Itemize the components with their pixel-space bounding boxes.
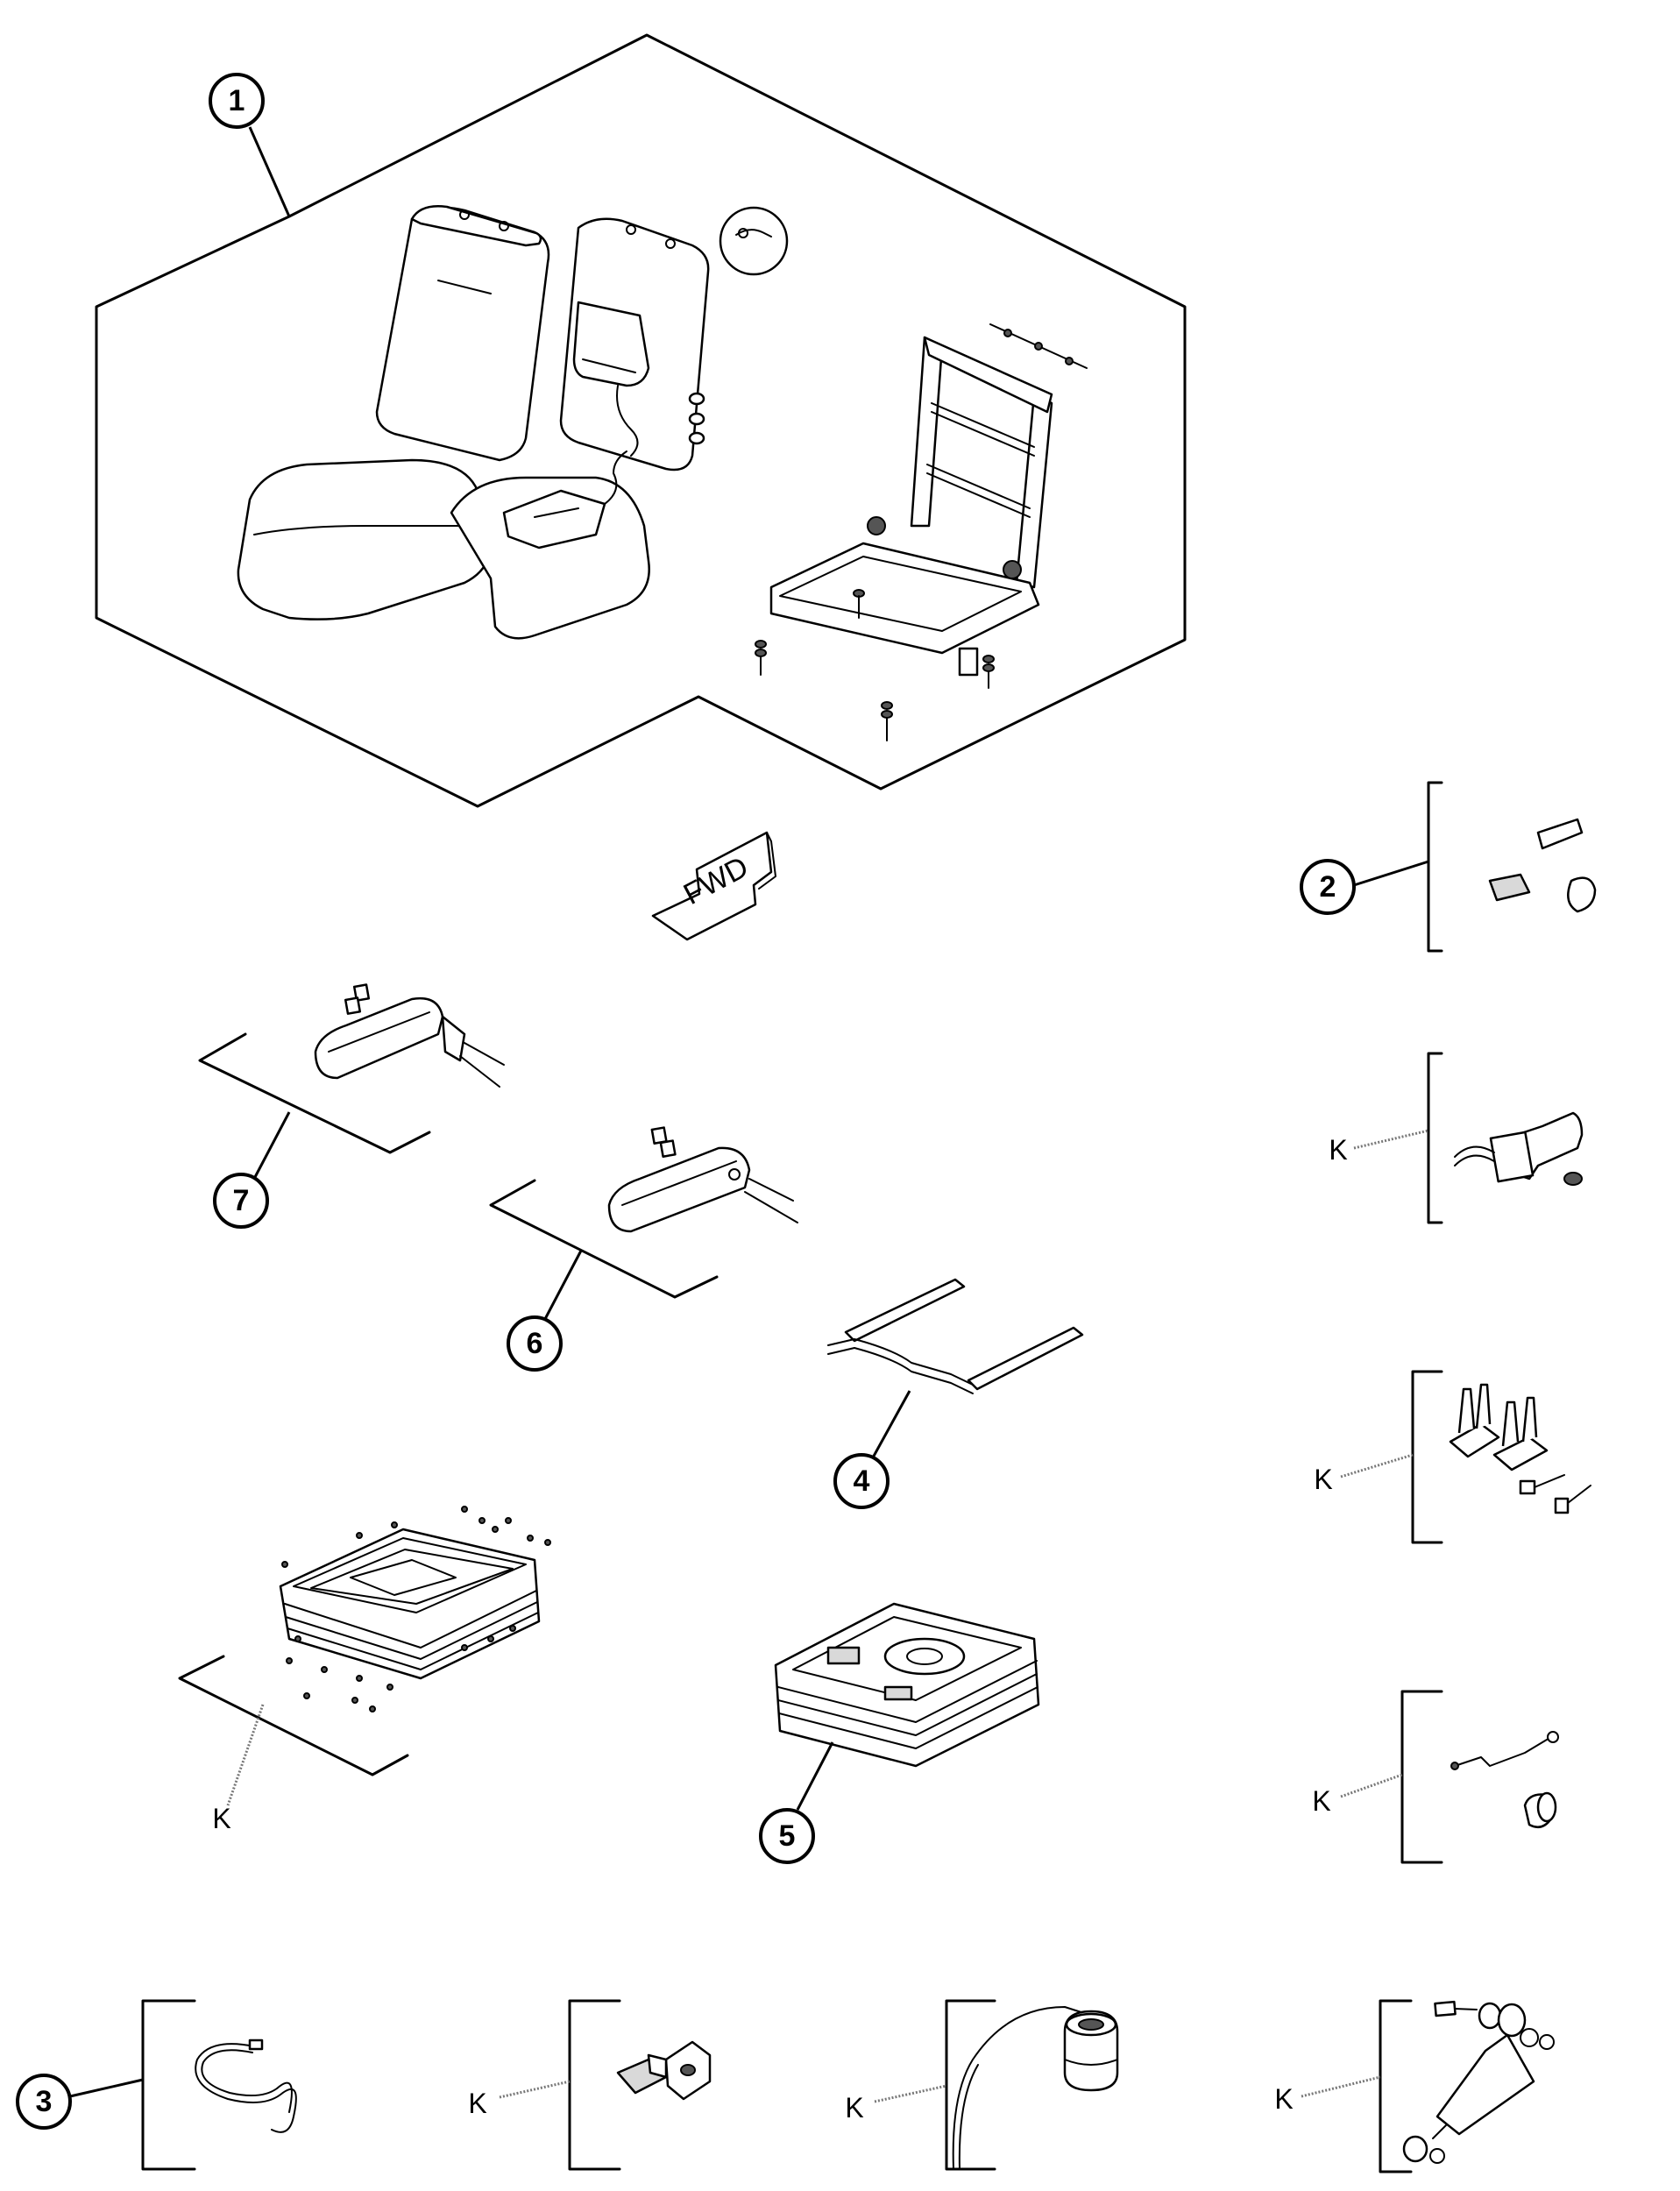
base-fasteners [281, 1506, 551, 1712]
kit-shock: K [1274, 1999, 1555, 2173]
callout-1: 1 [209, 73, 265, 129]
callout-3: 3 [16, 2074, 72, 2130]
seat-cushion [237, 458, 493, 620]
svg-text:7: 7 [233, 1184, 250, 1217]
group-3-wiring-harness: 3 [16, 1999, 297, 2171]
svg-text:3: 3 [36, 2085, 53, 2118]
svg-text:K: K [1312, 1785, 1330, 1817]
svg-text:4: 4 [854, 1464, 870, 1498]
detail-view-circle [719, 206, 789, 276]
callout-5: 5 [759, 1808, 815, 1864]
group-6-armrest-right: 6 [489, 1126, 798, 1372]
callout-4: 4 [833, 1453, 890, 1509]
svg-text:5: 5 [779, 1819, 796, 1853]
svg-text:K: K [1314, 1464, 1332, 1495]
seat-frame [755, 323, 1088, 741]
kit-seat-base: K [178, 1506, 551, 1834]
assembly-outline [95, 33, 1187, 808]
callout-7: 7 [213, 1173, 269, 1229]
kit-brackets: K [1314, 1370, 1591, 1544]
group-7-armrest-left: 7 [198, 983, 505, 1229]
svg-text:K: K [845, 2092, 863, 2124]
callout-6: 6 [507, 1315, 563, 1372]
kit-switch: K [468, 1999, 712, 2171]
group-5-suspension-base: 5 [759, 1602, 1040, 1864]
svg-text:K: K [1274, 2083, 1293, 2115]
group-2-small-parts: 2 [1300, 781, 1597, 953]
backrest-cushion [375, 205, 550, 462]
leader-line-1 [248, 126, 291, 217]
kit-rod-knob: K [1312, 1690, 1559, 1864]
svg-text:K: K [468, 2088, 486, 2119]
group-4-slide-rails: 4 [827, 1278, 1084, 1509]
seat-assembly-group: 1 [95, 33, 1187, 808]
svg-text:K: K [212, 1803, 230, 1834]
svg-text:K: K [1329, 1134, 1347, 1166]
svg-text:6: 6 [527, 1327, 543, 1360]
svg-text:2: 2 [1320, 870, 1336, 904]
kit-motor: K [1329, 1052, 1584, 1224]
callout-2: 2 [1300, 859, 1356, 915]
frame-bolts [755, 589, 995, 741]
seat-shell [450, 450, 650, 640]
forward-direction-arrow: FWD [651, 831, 776, 941]
kit-cable: K [845, 1999, 1119, 2171]
backrest-shell [559, 217, 710, 472]
svg-text:1: 1 [229, 84, 245, 117]
